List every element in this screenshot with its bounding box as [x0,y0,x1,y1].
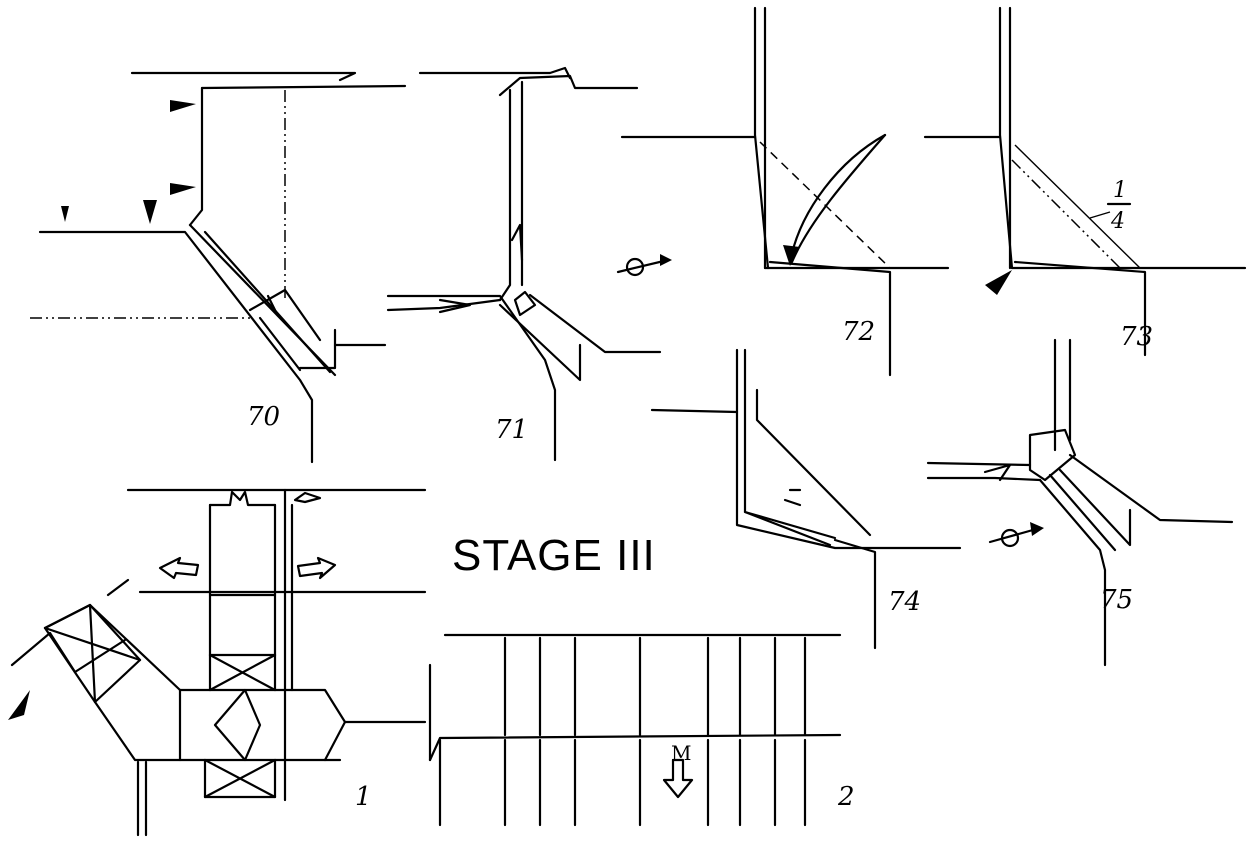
step-label-75: 75 [1100,585,1133,615]
step-73-diagram: 1 4 73 [923,6,1247,357]
step-1-diagram: 1 [8,488,427,837]
push-arrow-icon [143,200,157,224]
fold-arrow-icon [783,245,800,266]
push-arrow-icon [61,206,69,222]
step-label-2: 2 [837,782,855,812]
step-label-72: 72 [842,317,875,347]
stage-title: STAGE III [452,531,656,580]
fraction-denominator: 4 [1110,209,1125,234]
push-arrow-icon [8,690,30,720]
open-arrow-icon [662,758,694,799]
open-arrow-icon [296,556,337,580]
push-arrow-icon [170,183,196,195]
step-70-diagram: 70 [30,71,407,464]
step-label-74: 74 [888,587,921,617]
step-label-1: 1 [355,782,372,812]
step-2-diagram: M 2 [428,633,855,827]
step-label-73: 73 [1120,322,1153,352]
turn-over-icon [616,254,672,277]
step-label-71: 71 [495,415,528,445]
step-72-diagram: 72 [620,6,950,377]
push-arrow-icon [985,270,1012,295]
step-74-diagram: 74 [650,348,962,650]
step-label-70: 70 [247,402,280,432]
step-75-diagram: 75 [926,338,1234,667]
valley-mark: M [671,741,691,765]
step-71-diagram: 71 [386,66,662,462]
fraction-numerator: 1 [1113,178,1127,203]
open-arrow-icon [158,556,200,580]
push-arrow-icon [170,100,196,112]
turn-over-icon [988,522,1044,548]
